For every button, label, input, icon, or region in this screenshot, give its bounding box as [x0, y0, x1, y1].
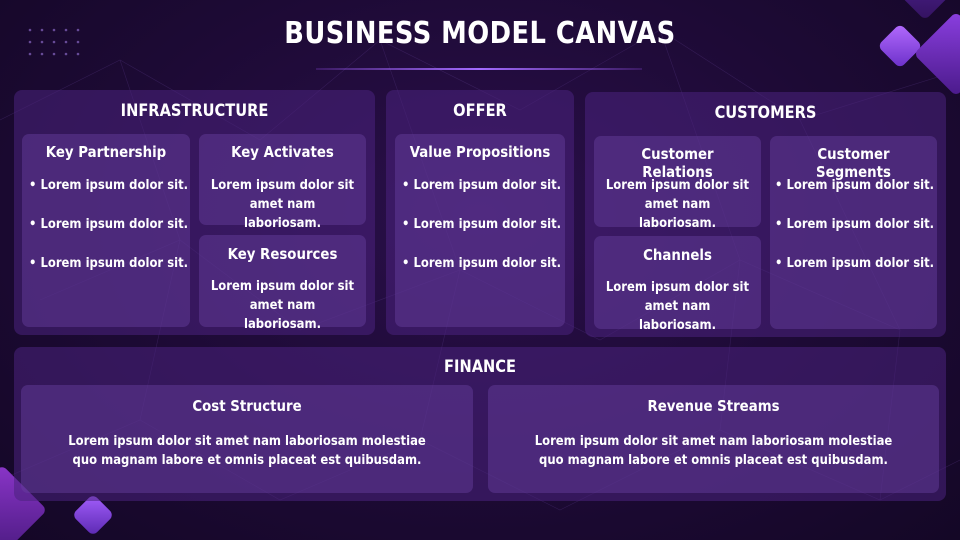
card-customer-segments: Customer Segments • Lorem ipsum dolor si… [770, 136, 937, 329]
channels-text: Lorem ipsum dolor sit amet nam laboriosa… [606, 278, 750, 335]
revenue-streams-text: Lorem ipsum dolor sit amet nam laboriosa… [520, 432, 908, 470]
page-title: BUSINESS MODEL CANVAS [284, 16, 676, 51]
section-infrastructure: INFRASTRUCTURE Key Partnership • Lorem i… [14, 90, 375, 335]
card-key-resources: Key Resources Lorem ipsum dolor sit amet… [199, 235, 366, 332]
section-title-customers: CUSTOMERS [714, 103, 817, 123]
card-title-customer-segments: Customer Segments [816, 145, 891, 181]
customer-segments-list: • Lorem ipsum dolor sit. • Lorem ipsum d… [775, 177, 942, 294]
list-item: • Lorem ipsum dolor sit. [775, 216, 935, 232]
dot-grid [28, 28, 80, 56]
text-line: Lorem ipsum dolor sit [210, 278, 355, 294]
text-line: Lorem ipsum dolor sit [605, 177, 750, 193]
card-key-partnership: Key Partnership • Lorem ipsum dolor sit.… [22, 134, 190, 327]
list-item: • Lorem ipsum dolor sit. [402, 255, 562, 271]
list-item: • Lorem ipsum dolor sit. [775, 255, 935, 271]
cost-structure-text: Lorem ipsum dolor sit amet nam laboriosa… [53, 432, 442, 470]
text-line: Lorem ipsum dolor sit amet nam laboriosa… [534, 433, 893, 449]
card-title-key-activates: Key Activates [231, 143, 334, 161]
section-title-finance: FINANCE [444, 357, 516, 377]
card-revenue-streams: Revenue Streams Lorem ipsum dolor sit am… [488, 385, 939, 493]
card-title-value-propositions: Value Propositions [409, 143, 551, 161]
list-item: • Lorem ipsum dolor sit. [29, 177, 189, 193]
list-item: • Lorem ipsum dolor sit. [29, 255, 189, 271]
section-title-infrastructure: INFRASTRUCTURE [120, 101, 269, 121]
text-line: Lorem ipsum dolor sit [605, 279, 750, 295]
text-line: amet nam laboriosam. [638, 196, 717, 231]
card-key-activates: Key Activates Lorem ipsum dolor sit amet… [199, 134, 366, 231]
list-item: • Lorem ipsum dolor sit. [29, 216, 189, 232]
key-partnership-list: • Lorem ipsum dolor sit. • Lorem ipsum d… [29, 177, 197, 294]
card-title-customer-relations: Customer Relations [641, 145, 714, 181]
card-title-key-resources: Key Resources [227, 245, 338, 263]
list-item: • Lorem ipsum dolor sit. [402, 216, 562, 232]
title-underline [316, 68, 642, 70]
key-activates-text: Lorem ipsum dolor sit amet nam laboriosa… [211, 176, 355, 233]
text-line: amet nam laboriosam. [243, 297, 322, 332]
card-title-channels: Channels [643, 246, 712, 264]
list-item: • Lorem ipsum dolor sit. [402, 177, 562, 193]
text-line: amet nam laboriosam. [243, 196, 322, 231]
section-finance: FINANCE Cost Structure Lorem ipsum dolor… [14, 347, 946, 501]
card-title-revenue-streams: Revenue Streams [647, 397, 780, 415]
text-line: quo magnam labore et omnis placeat est q… [539, 452, 888, 468]
card-value-propositions: Value Propositions • Lorem ipsum dolor s… [395, 134, 565, 327]
card-customer-relations: Customer Relations Lorem ipsum dolor sit… [594, 136, 761, 231]
key-resources-text: Lorem ipsum dolor sit amet nam laboriosa… [211, 277, 355, 334]
section-customers: CUSTOMERS Customer Relations Lorem ipsum… [585, 92, 946, 337]
list-item: • Lorem ipsum dolor sit. [775, 177, 935, 193]
section-offer: OFFER Value Propositions • Lorem ipsum d… [386, 90, 574, 335]
section-title-offer: OFFER [453, 101, 507, 121]
text-line: Lorem ipsum dolor sit [210, 177, 355, 193]
text-line: quo magnam labore et omnis placeat est q… [72, 452, 422, 468]
text-line: amet nam laboriosam. [638, 298, 717, 333]
card-cost-structure: Cost Structure Lorem ipsum dolor sit ame… [21, 385, 473, 493]
text-line: Lorem ipsum dolor sit amet nam laboriosa… [68, 433, 426, 449]
card-channels: Channels Lorem ipsum dolor sit amet nam … [594, 236, 761, 333]
customer-relations-text: Lorem ipsum dolor sit amet nam laboriosa… [606, 176, 750, 233]
value-propositions-list: • Lorem ipsum dolor sit. • Lorem ipsum d… [402, 177, 572, 294]
card-title-key-partnership: Key Partnership [45, 143, 167, 161]
card-title-cost-structure: Cost Structure [192, 397, 302, 415]
